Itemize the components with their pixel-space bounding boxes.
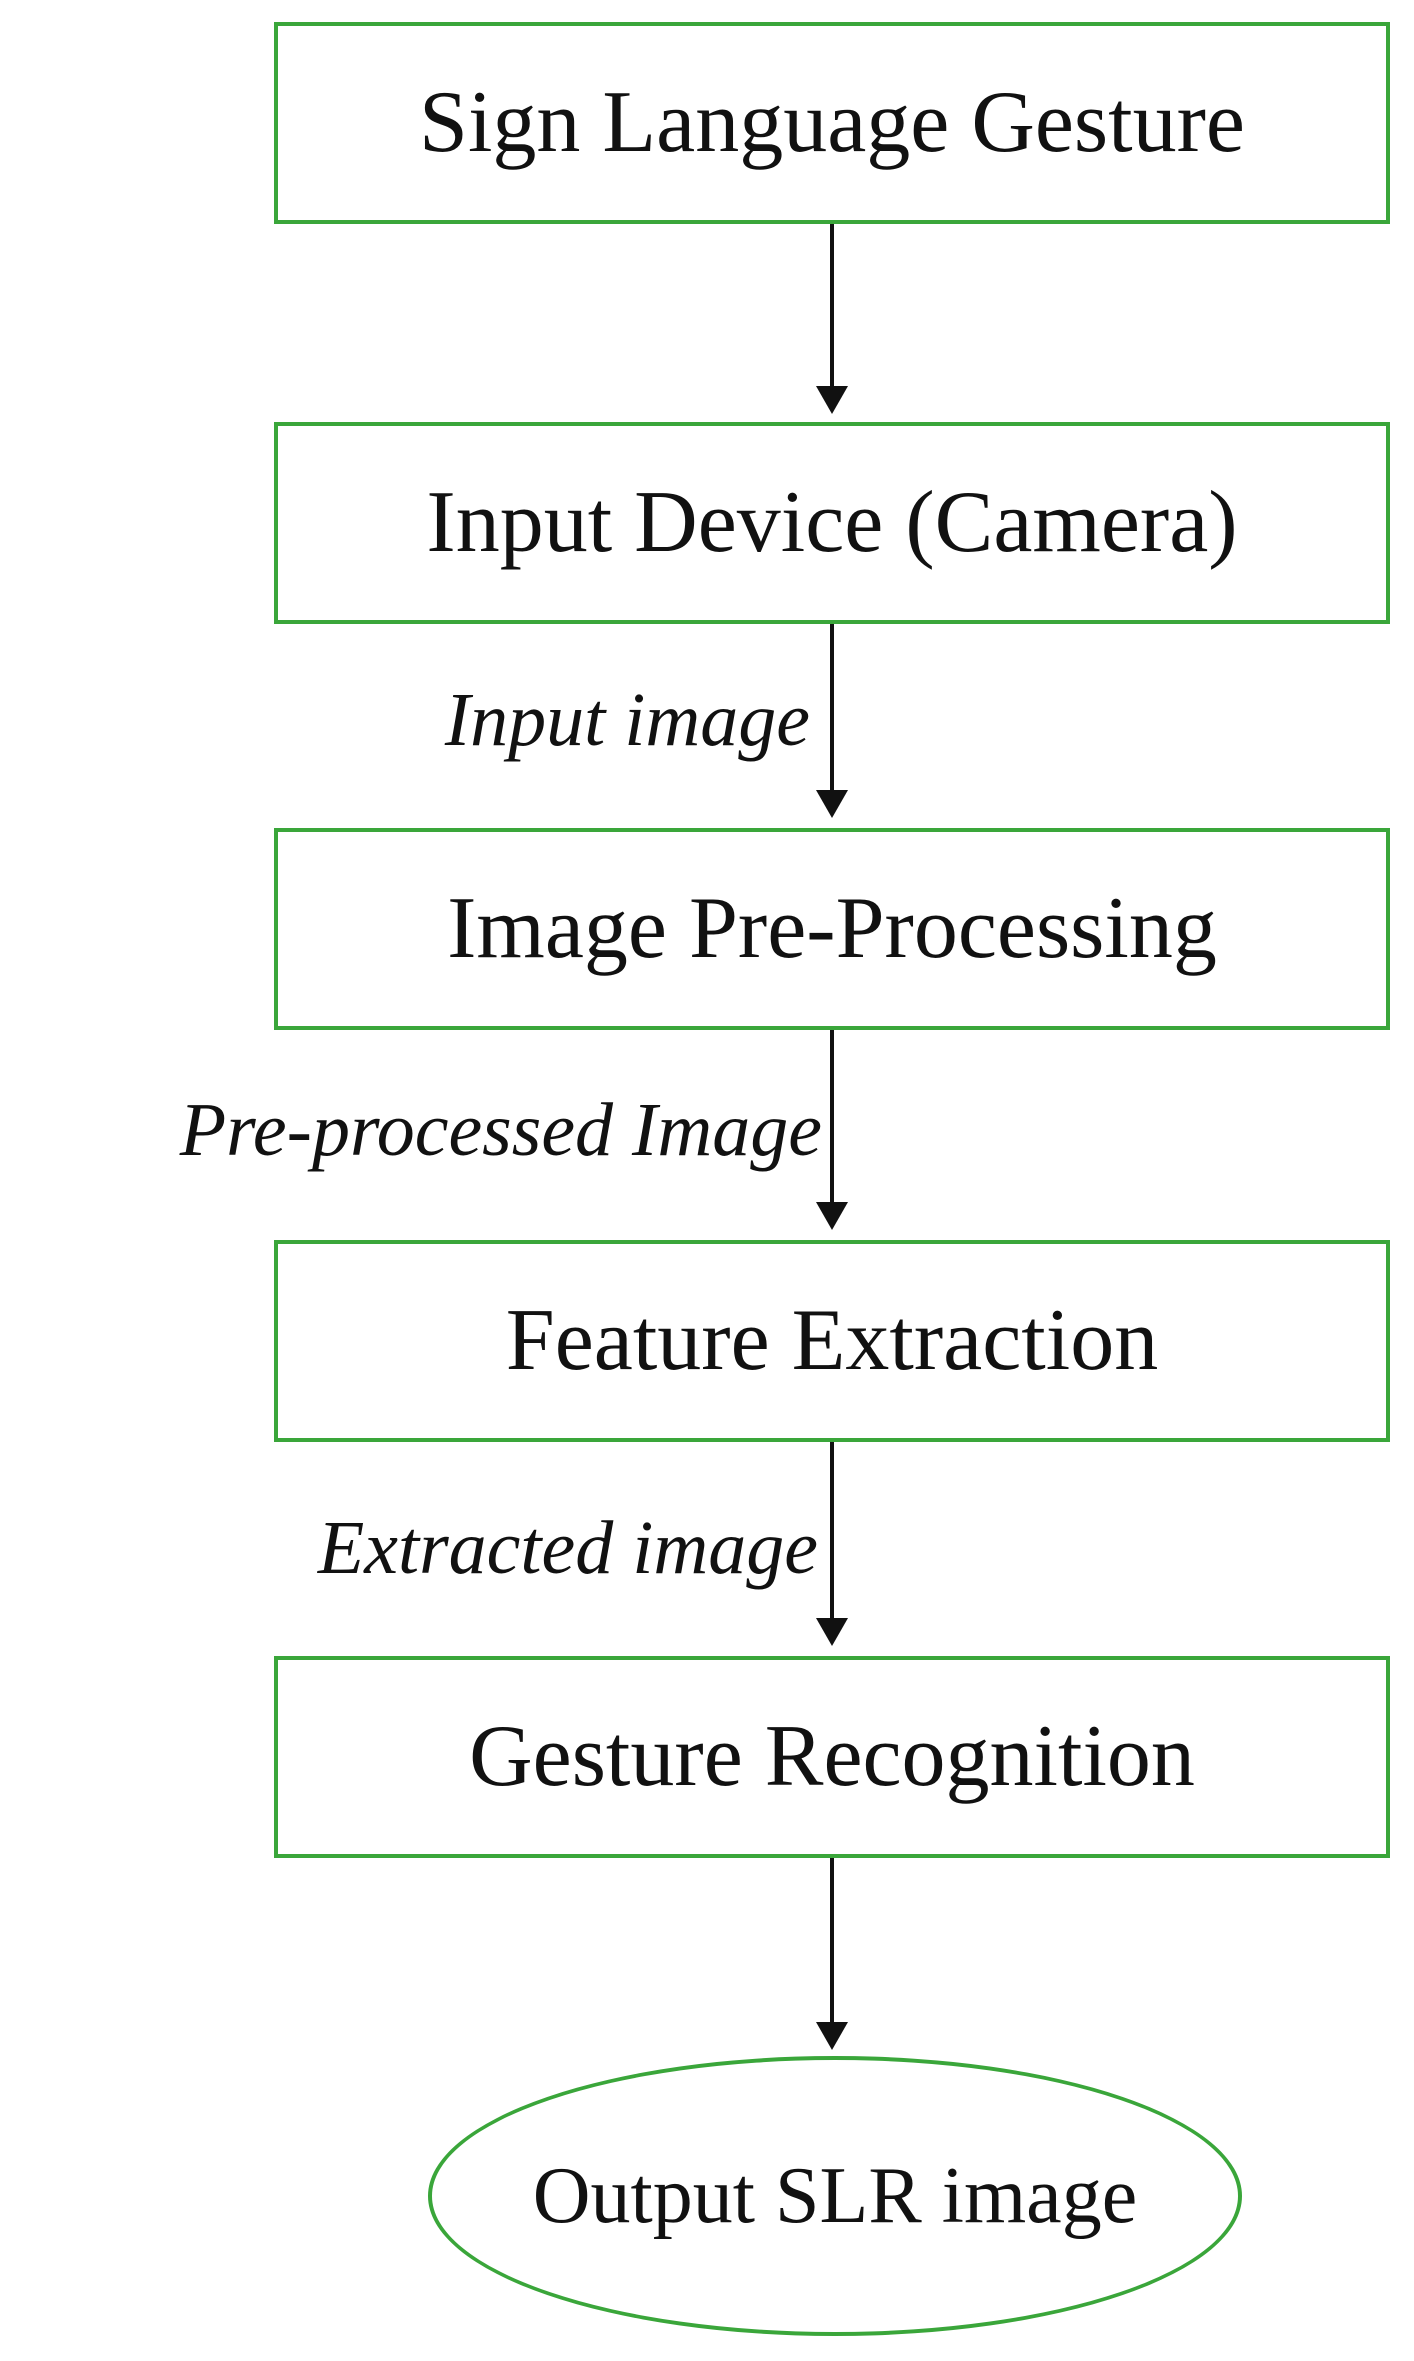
edge-n2-n3	[816, 622, 848, 818]
edge-n1-n2	[816, 222, 848, 414]
node-label: Feature Extraction	[505, 1292, 1159, 1389]
node-label: Input Device (Camera)	[426, 474, 1238, 571]
node-feature-extraction: Feature Extraction	[274, 1240, 1390, 1442]
node-label: Output SLR image	[532, 2152, 1138, 2240]
node-label: Gesture Recognition	[469, 1708, 1195, 1805]
node-label: Sign Language Gesture	[419, 74, 1245, 171]
edge-label-pre-processed-image: Pre-processed Image	[179, 1088, 822, 1172]
node-label: Image Pre-Processing	[447, 880, 1217, 977]
edge-n5-n6	[816, 1856, 848, 2050]
node-image-pre-processing: Image Pre-Processing	[274, 828, 1390, 1030]
node-gesture-recognition: Gesture Recognition	[274, 1656, 1390, 1858]
node-sign-language-gesture: Sign Language Gesture	[274, 22, 1390, 224]
edge-n4-n5	[816, 1442, 848, 1646]
edge-label-extracted-image: Extracted image	[317, 1506, 818, 1590]
edge-label-input-image: Input image	[444, 678, 810, 762]
node-output-slr-image: Output SLR image	[428, 2056, 1242, 2336]
node-input-device: Input Device (Camera)	[274, 422, 1390, 624]
edge-n3-n4	[816, 1030, 848, 1230]
